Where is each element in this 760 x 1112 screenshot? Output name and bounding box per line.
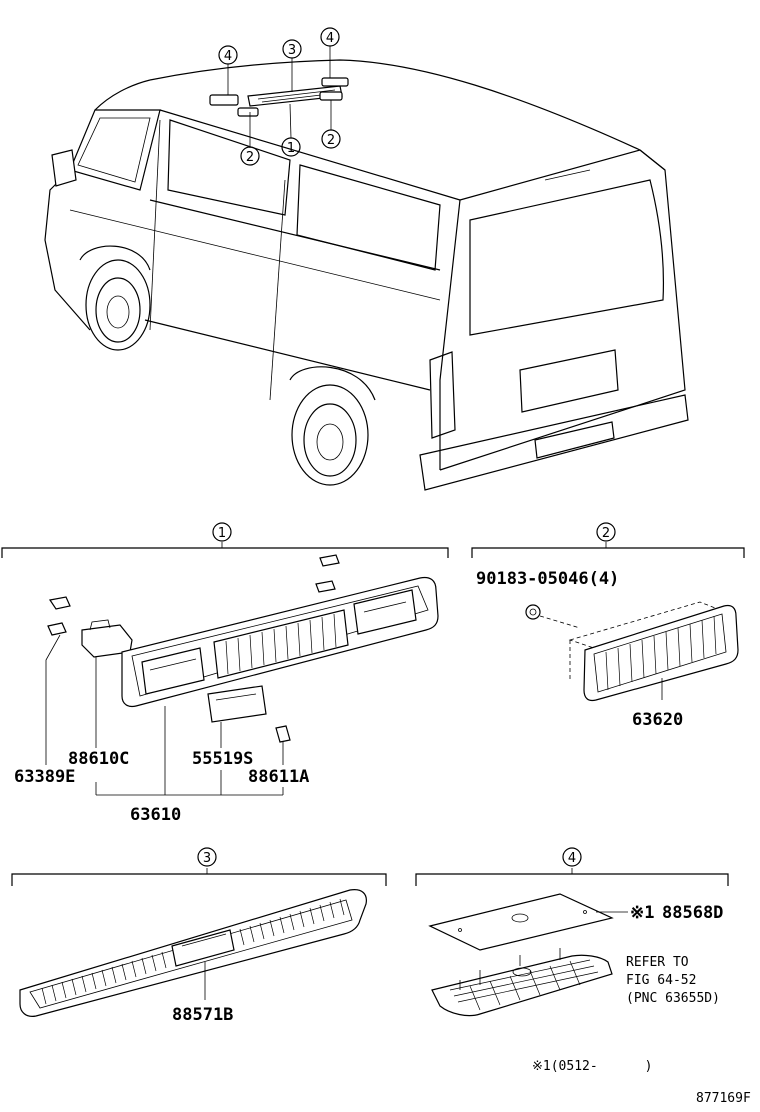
- van-callout-3: 3: [282, 39, 302, 59]
- svg-text:4: 4: [224, 49, 232, 64]
- star-mark-88568D: ※1: [630, 903, 654, 923]
- van-callout-4-left: 4: [218, 45, 238, 65]
- svg-text:2: 2: [602, 526, 610, 541]
- svg-text:2: 2: [246, 150, 254, 165]
- section-2-drawing: [525, 601, 739, 702]
- part-88568D: 88568D: [662, 903, 723, 923]
- svg-text:3: 3: [203, 851, 211, 866]
- part-63389E: 63389E: [14, 767, 75, 787]
- part-88571B: 88571B: [172, 1005, 233, 1025]
- svg-text:2: 2: [327, 133, 335, 148]
- section-1-bracket: 1: [1, 522, 449, 558]
- refer-line-1: REFER TO: [626, 955, 689, 970]
- section-3-bracket: 3: [11, 847, 387, 886]
- section-4-bracket: 4: [415, 847, 729, 886]
- section-4-drawing: [428, 893, 628, 1017]
- part-55519S: 55519S: [192, 749, 253, 769]
- part-88611A: 88611A: [248, 767, 309, 787]
- svg-text:3: 3: [288, 43, 296, 58]
- footnote: ※1(0512- ): [532, 1059, 652, 1074]
- van-callout-2-right: 2: [321, 129, 341, 149]
- section-2-bracket: 2: [471, 522, 745, 558]
- refer-line-3: (PNC 63655D): [626, 991, 720, 1006]
- svg-text:1: 1: [287, 141, 295, 156]
- svg-text:1: 1: [218, 526, 226, 541]
- part-90183-05046: 90183-05046(4): [476, 569, 619, 589]
- section-1-drawing: [45, 554, 439, 796]
- svg-text:4: 4: [326, 31, 334, 46]
- van-callout-4-right: 4: [320, 27, 340, 47]
- figure-code: 877169F: [696, 1091, 751, 1106]
- refer-line-2: FIG 64-52: [626, 973, 696, 988]
- svg-text:4: 4: [568, 851, 576, 866]
- section-3-drawing: [19, 889, 367, 1017]
- van-callout-2-left: 2: [240, 146, 260, 166]
- part-63620: 63620: [632, 710, 683, 730]
- part-88610C: 88610C: [68, 749, 129, 769]
- part-63610: 63610: [130, 805, 181, 825]
- van-illustration: [44, 46, 689, 491]
- van-callout-1: 1: [281, 137, 301, 157]
